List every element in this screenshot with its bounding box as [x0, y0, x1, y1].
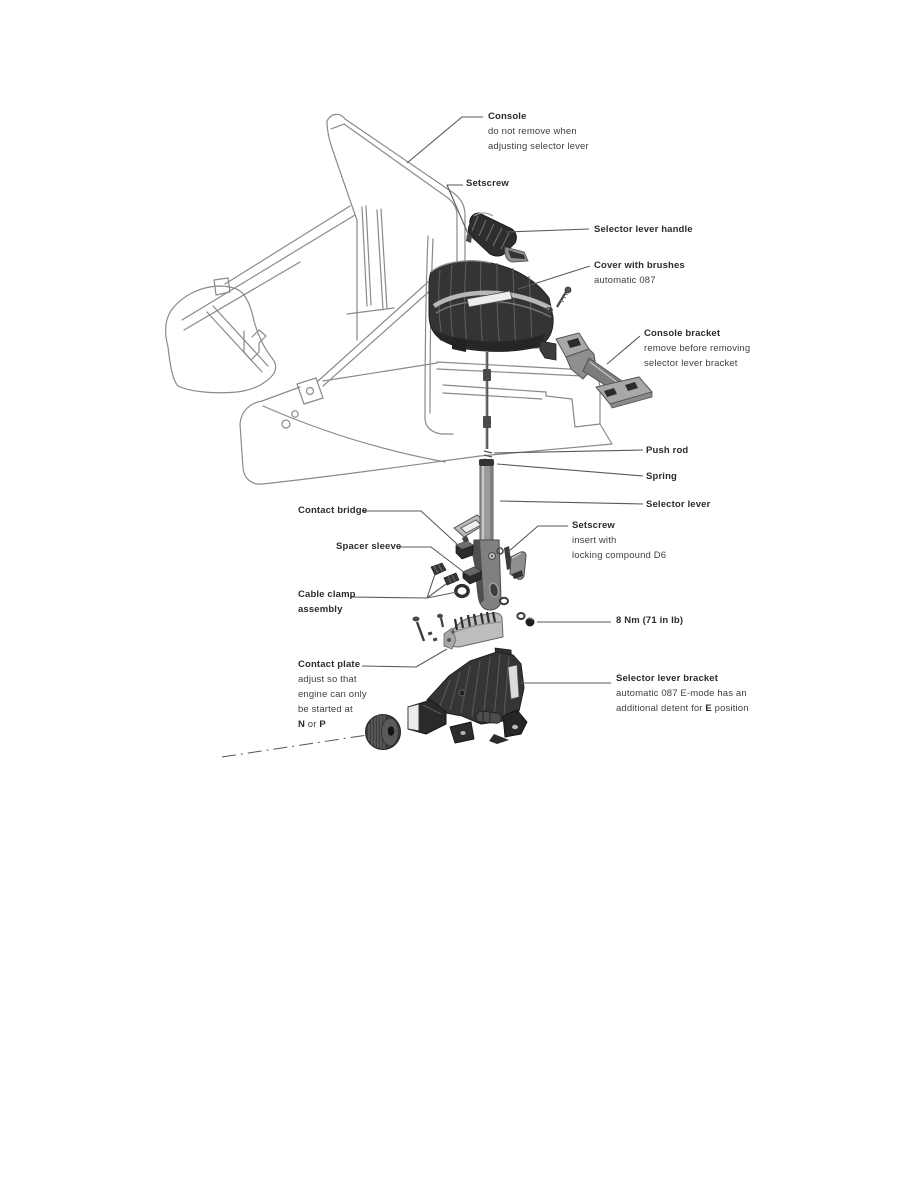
label-setscrew-lower: Setscrew insert with locking compound D6 [572, 520, 667, 561]
label-cable-clamp-assembly: Cable clamp assembly [298, 589, 356, 615]
label-contact-plate: Contact plate adjust so that engine can … [298, 659, 367, 730]
label-setscrew-top: Setscrew [466, 178, 509, 189]
o-ring-parts [499, 596, 526, 620]
console-outline-drawing [165, 113, 613, 485]
selector-lever-part [453, 459, 502, 611]
label-cover-with-brushes: Cover with brushes automatic 087 [594, 260, 685, 286]
push-rod-part [483, 352, 491, 449]
label-selector-lever-handle: Selector lever handle [594, 224, 693, 235]
setscrew-top-part [466, 234, 472, 243]
setscrew-lower-part [496, 546, 527, 580]
cover-with-brushes-part [428, 260, 557, 361]
contact-plate-part [412, 611, 504, 650]
nut-part [525, 617, 535, 627]
centerline [221, 733, 375, 758]
label-selector-lever-bracket: Selector lever bracket automatic 087 E-m… [616, 673, 749, 714]
wheel-part [365, 714, 401, 750]
contact-bridge-part [455, 536, 474, 560]
label-spring: Spring [646, 471, 677, 482]
spacer-sleeve-part [462, 566, 482, 585]
label-selector-lever: Selector lever [646, 499, 711, 510]
label-spacer-sleeve: Spacer sleeve [336, 541, 402, 552]
label-push-rod: Push rod [646, 445, 689, 456]
label-console-bracket: Console bracket remove before removing s… [644, 328, 751, 369]
label-torque: 8 Nm (71 in lb) [616, 615, 684, 626]
cable-clamp-parts [430, 562, 470, 599]
console-bracket-part [555, 332, 653, 409]
label-console-title: Console [488, 111, 527, 122]
leader-lines [349, 116, 644, 684]
selector-lever-handle-part [467, 212, 529, 263]
label-console: Console do not remove when adjusting sel… [488, 111, 589, 152]
selector-lever-bracket-part [407, 647, 528, 744]
cover-screw-part [545, 286, 572, 313]
label-contact-bridge: Contact bridge [298, 505, 368, 516]
